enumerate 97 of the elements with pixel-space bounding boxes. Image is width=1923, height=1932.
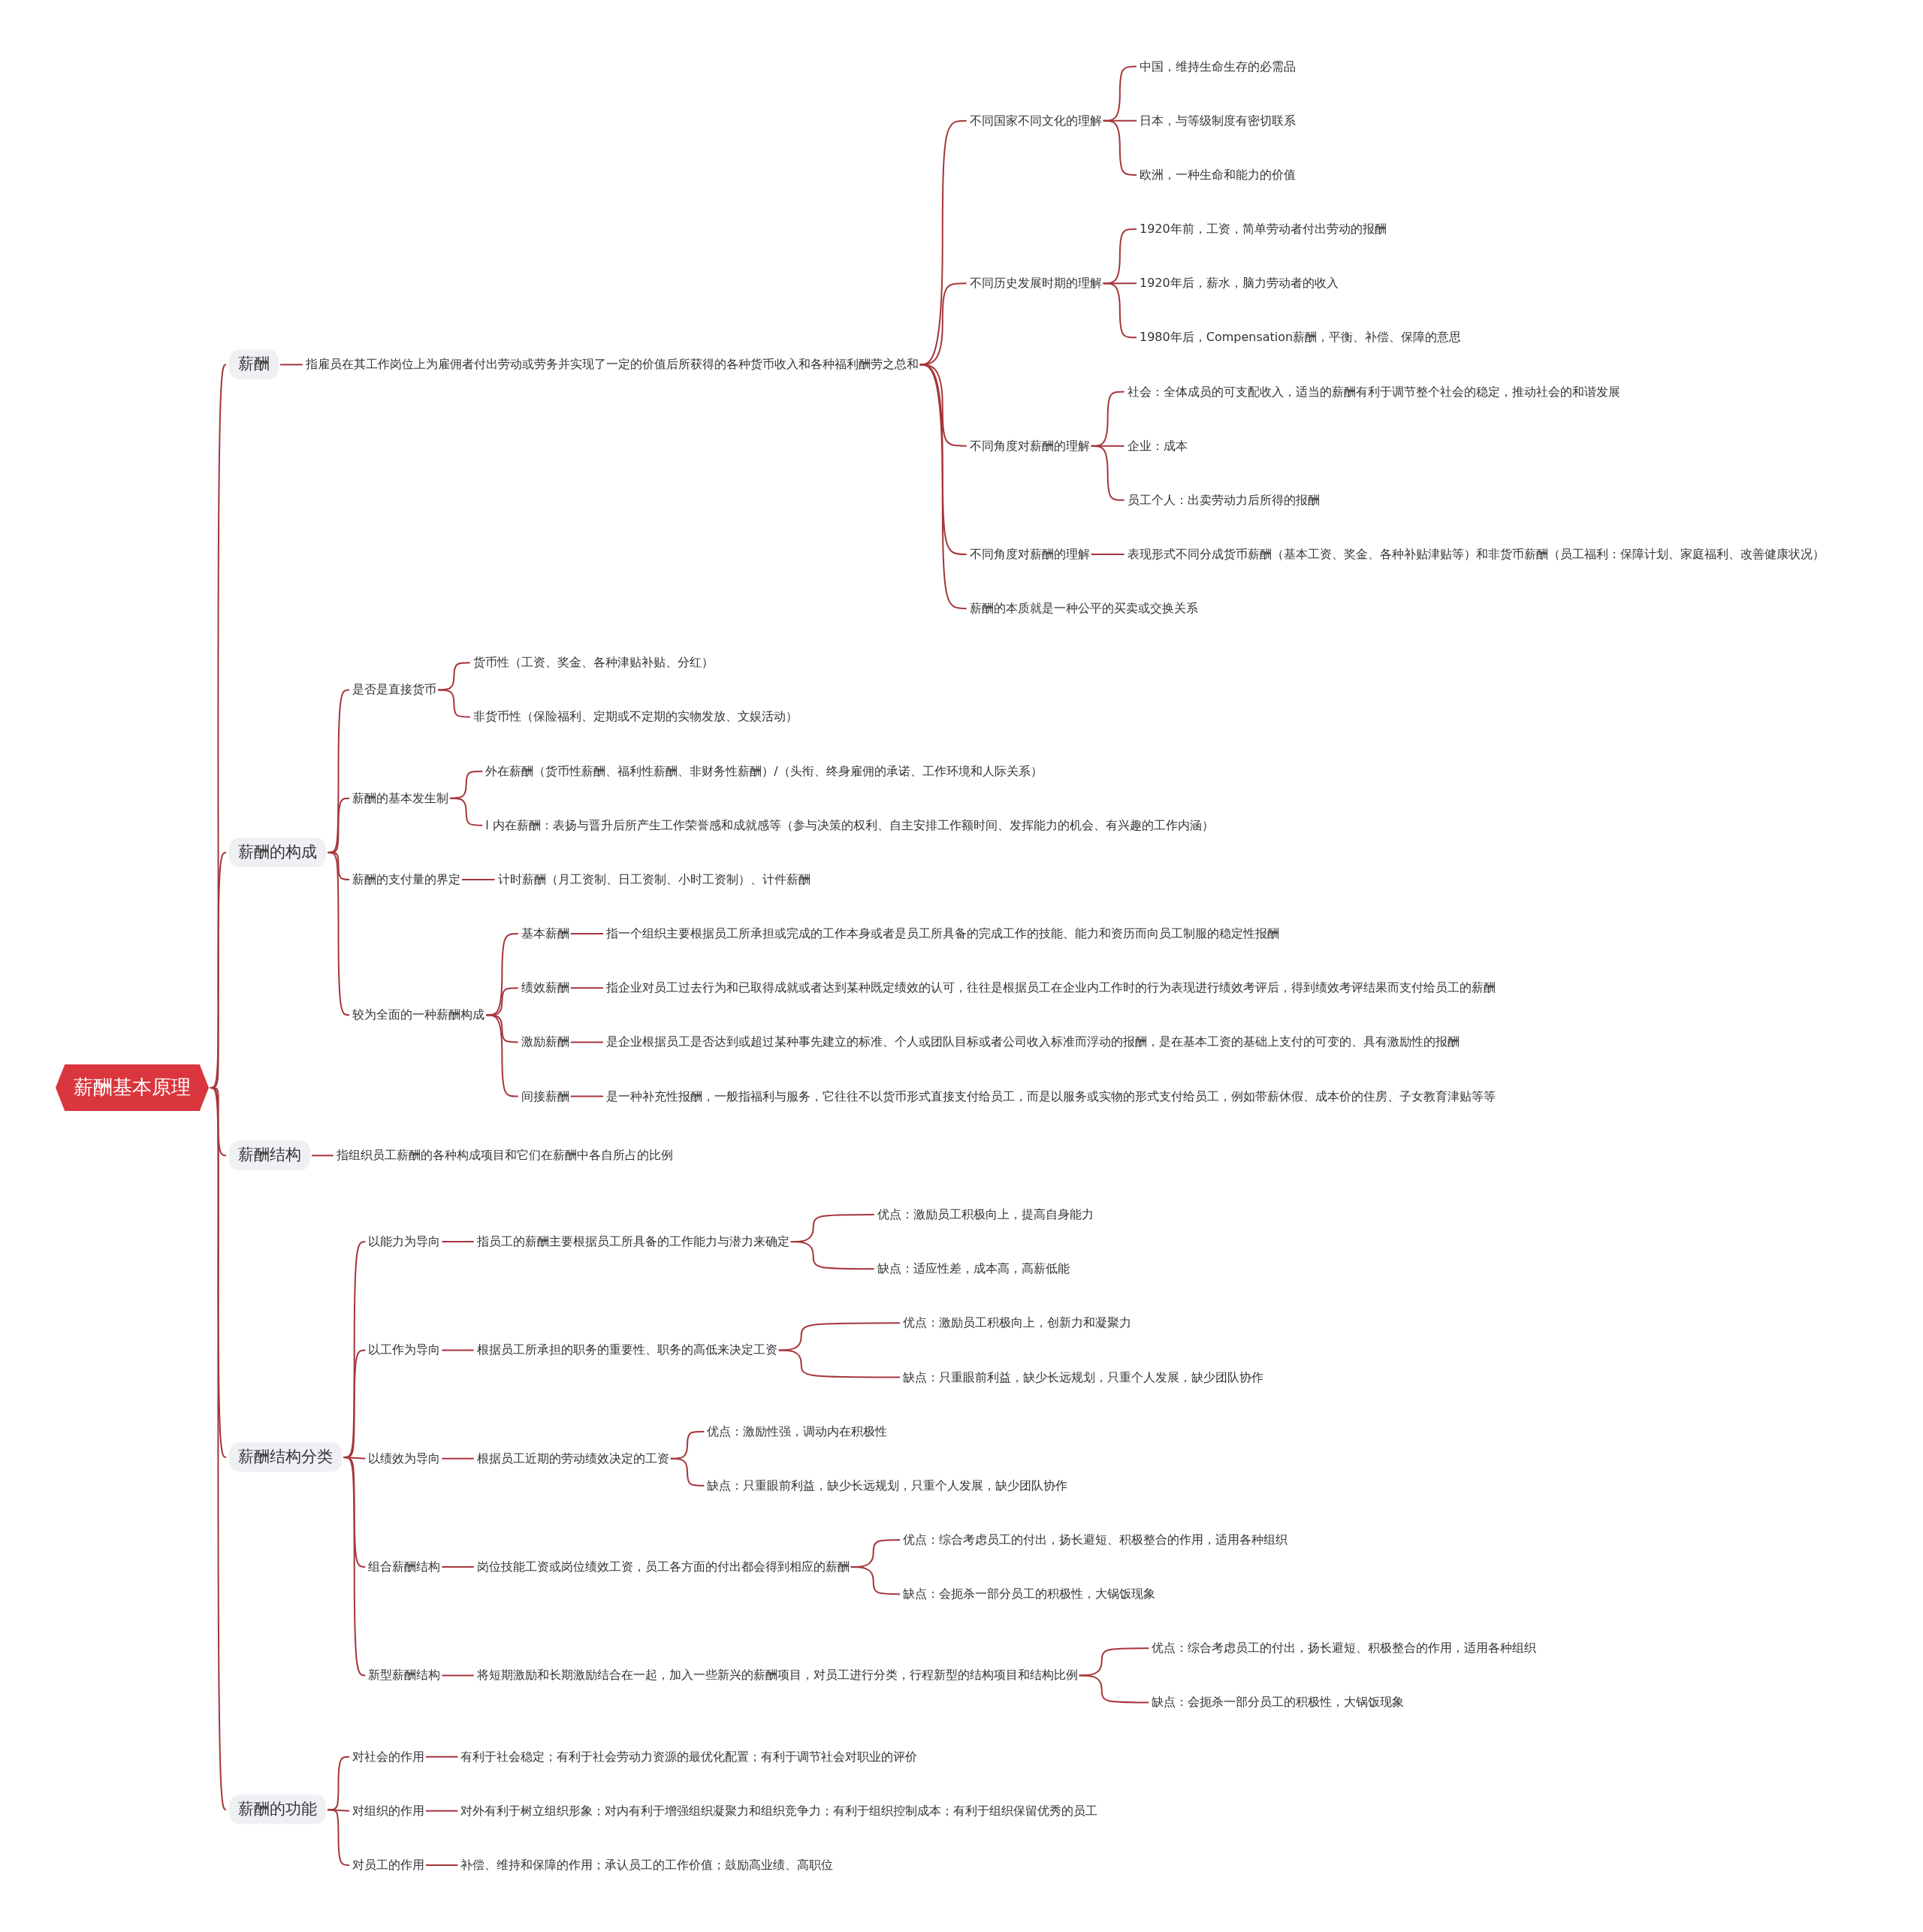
branch-topic: 薪酬 [229, 349, 279, 380]
topic-text: 缺点：适应性差，成本高，高薪低能 [877, 1260, 1070, 1277]
connector [343, 1457, 367, 1677]
connector [279, 364, 303, 366]
topic-text: 优点：激励员工积极向上，提高自身能力 [877, 1206, 1094, 1223]
topic-text: 1920年后，薪水，脑力劳动者的收入 [1140, 275, 1339, 291]
topic-text: 缺点：会扼杀一部分员工的积极性，大锅饭现象 [903, 1586, 1156, 1602]
topic-text: 对社会的作用 [352, 1749, 425, 1764]
connector [569, 1041, 604, 1043]
connector [919, 364, 968, 447]
connector [441, 1566, 475, 1568]
topic-text: 以工作为导向 [368, 1342, 441, 1358]
topic-text: 优点：综合考虑员工的付出，扬长避短、积极整合的作用，适用各种组织 [1152, 1640, 1537, 1656]
topic-text: 不同国家不同文化的理解 [969, 113, 1102, 129]
topic-text: 非货币性（保险福利、定期或不定期的实物发放、文娱活动） [472, 709, 798, 725]
topic-text: 1980年后，Compensation薪酬，平衡、补偿、保障的意思 [1140, 329, 1462, 346]
connector [425, 1810, 459, 1812]
topic-text: 绩效薪酬 [521, 980, 569, 996]
topic-text: 社会：全体成员的可支配收入，适当的薪酬有利于调节整个社会的稳定，推动社会的和谐发展 [1127, 384, 1620, 400]
connector [441, 1674, 475, 1677]
connector [1102, 282, 1137, 339]
topic-text: 优点：激励员工积极向上，创新力和凝聚力 [903, 1315, 1132, 1331]
connector [327, 851, 351, 1016]
topic-text: 计时薪酬（月工资制、日工资制、小时工资制）、计件薪酬 [497, 871, 811, 888]
connector [1090, 554, 1125, 555]
branch-topic: 薪酬结构 [229, 1140, 311, 1170]
branch-topic: 薪酬结构分类 [229, 1442, 343, 1472]
connector [311, 1155, 334, 1157]
topic-text: 不同角度对薪酬的理解 [969, 438, 1090, 454]
connector [441, 1349, 475, 1351]
connector [669, 1457, 705, 1487]
topic-text: 中国，维持生命生存的必需品 [1140, 59, 1296, 74]
connector [789, 1241, 875, 1270]
topic-text: 以能力为导向 [368, 1233, 441, 1250]
topic-text: 薪酬的本质就是一种公平的买卖或交换关系 [969, 600, 1198, 617]
topic-text: 是一种补充性报酬，一般指福利与服务，它往往不以货币形式直接支付给员工，而是以服务或实物的形式支付给员工，例如带薪休假、成本价的住房、子女教育津贴等等 [605, 1088, 1496, 1104]
connector [449, 797, 484, 826]
topic-text: 激励薪酬 [521, 1034, 569, 1050]
topic-text: 岗位技能工资或岗位绩效工资，员工各方面的付出都会得到相应的薪酬 [476, 1559, 850, 1575]
connector [425, 1864, 459, 1866]
topic-text: 对组织的作用 [352, 1803, 425, 1819]
topic-text: 新型薪酬结构 [368, 1668, 441, 1683]
topic-text: l 内在薪酬：表扬与晋升后所产生工作荣誉感和成就感等（参与决策的权利、自主安排工作额时间、发挥能力的机会、有兴趣的工作内涵） [485, 817, 1214, 834]
topic-text: 日本，与等级制度有密切联系 [1140, 113, 1296, 129]
connector [850, 1566, 901, 1595]
topic-text: 是企业根据员工是否达到或超过某种事先建立的标准、个人或团队目标或者公司收入标准而浮动的报酬，是在基本工资的基础上支付的可变的、具有激励性的报酬 [605, 1034, 1460, 1050]
topic-text: 对员工的作用 [352, 1857, 425, 1873]
topic-text: 有利于社会稳定；有利于社会劳动力资源的最优化配置；有利于调节社会对职业的评价 [460, 1749, 918, 1764]
topic-text: 缺点：只重眼前利益，缺少长远规划，只重个人发展，缺少团队协作 [903, 1369, 1264, 1385]
topic-text: 将短期激励和长期激励结合在一起，加入一些新兴的薪酬项目，对员工进行分类，行程新型的结构项目和结构比例 [476, 1668, 1078, 1683]
connector [919, 364, 968, 610]
topic-text: 优点：激励性强，调动内在积极性 [707, 1423, 888, 1440]
connector [425, 1755, 459, 1758]
topic-text: 薪酬的支付量的界定 [352, 871, 461, 888]
topic-text: 表现形式不同分成货币薪酬（基本工资、奖金、各种补贴津贴等）和非货币薪酬（员工福利：保障计划、家庭福利、改善健康状况） [1127, 546, 1825, 563]
topic-text: 组合薪酬结构 [368, 1559, 441, 1575]
topic-text: 根据员工近期的劳动绩效决定的工资 [476, 1451, 669, 1467]
topic-text: 欧洲，一种生命和能力的价值 [1140, 167, 1296, 183]
topic-text: 缺点：会扼杀一部分员工的积极性，大锅饭现象 [1152, 1695, 1405, 1710]
topic-text: 优点：综合考虑员工的付出，扬长避短、积极整合的作用，适用各种组织 [903, 1532, 1288, 1548]
topic-text: 外在薪酬（货币性薪酬、福利性薪酬、非财务性薪酬）/（头衔、终身雇佣的承诺、工作环境和人际关系） [485, 763, 1043, 779]
branch-topic: 薪酬的构成 [229, 838, 327, 868]
topic-text: 指组织员工薪酬的各种构成项目和它们在薪酬中各自所占的比例 [336, 1147, 673, 1164]
topic-text: 对外有利于树立组织形象；对内有利于增强组织凝聚力和组织竞争力；有利于组织控制成本；有利于组织保留优秀的员工 [460, 1803, 1098, 1819]
topic-text: 根据员工所承担的职务的重要性、职务的高低来决定工资 [476, 1342, 777, 1358]
connector [569, 987, 604, 989]
topic-text: 间接薪酬 [521, 1088, 569, 1104]
topic-text: 不同角度对薪酬的理解 [969, 546, 1090, 563]
topic-text: 缺点：只重眼前利益，缺少长远规划，只重个人发展，缺少团队协作 [707, 1478, 1068, 1494]
branch-topic: 薪酬的功能 [229, 1795, 327, 1825]
topic-text: 补偿、维持和保障的作用；承认员工的工作价值；鼓励高业绩、高职位 [460, 1857, 834, 1873]
topic-text: 1920年前，工资，简单劳动者付出劳动的报酬 [1140, 221, 1387, 237]
connector [441, 1457, 475, 1460]
topic-text: 薪酬的基本发生制 [352, 790, 449, 807]
topic-text: 企业：成本 [1127, 438, 1188, 454]
topic-text: 货币性（工资、奖金、各种津贴补贴、分红） [472, 654, 714, 671]
connector [777, 1349, 901, 1378]
connector [569, 1095, 604, 1097]
topic-text: 指企业对员工过去行为和已取得成就或者达到某种既定绩效的认可，往往是根据员工在企业内工作时的行为表现进行绩效考评后，得到绩效考评结果而支付给员工的薪酬 [605, 980, 1496, 996]
topic-text: 指雇员在其工作岗位上为雇佣者付出劳动或劳务并实现了一定的价值后所获得的各种货币收入和各种福利酬劳之总和 [305, 357, 919, 373]
topic-text: 指一个组织主要根据员工所承担或完成的工作本身或者是员工所具备的完成工作的技能、能力和资历而向员工制服的稳定性报酬 [605, 925, 1279, 942]
topic-text: 员工个人：出卖劳动力后所得的报酬 [1127, 492, 1320, 509]
connector [569, 933, 604, 935]
topic-text: 指员工的薪酬主要根据员工所具备的工作能力与潜力来确定 [476, 1233, 789, 1250]
topic-text: 不同历史发展时期的理解 [969, 275, 1102, 291]
root-topic: 薪酬基本原理 [55, 1064, 209, 1111]
connector [461, 878, 496, 880]
connector [209, 1087, 228, 1811]
topic-text: 基本薪酬 [521, 925, 569, 942]
connector [1078, 1674, 1150, 1704]
topic-text: 较为全面的一种薪酬构成 [352, 1007, 485, 1023]
topic-text: 是否是直接货币 [352, 682, 437, 698]
connector [327, 1809, 351, 1866]
topic-text: 以绩效为导向 [368, 1451, 441, 1467]
connector [441, 1241, 475, 1243]
connector [437, 689, 471, 718]
connector [1102, 119, 1137, 176]
